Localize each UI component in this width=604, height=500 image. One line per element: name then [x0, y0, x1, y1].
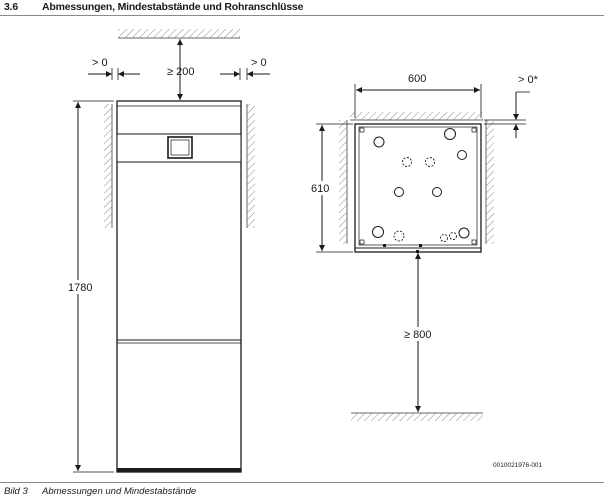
top-clearance-label: ≥ 200 — [167, 66, 194, 78]
back-clearance-label: > 0* — [518, 74, 539, 86]
figure-caption: Bild 3 Abmessungen und Mindestabstände — [4, 486, 196, 497]
pipe-connection-hidden — [425, 157, 435, 167]
pipe-connection — [444, 128, 456, 140]
right-clearance-label: > 0 — [251, 57, 267, 69]
unit-plan-inner — [358, 126, 478, 246]
foot-tl — [359, 127, 365, 133]
foot-bl — [359, 239, 365, 245]
pipe-connection — [372, 226, 384, 238]
height-label-bg — [66, 280, 94, 294]
marker — [419, 244, 422, 247]
top-divider — [0, 15, 604, 16]
pipe-connection — [457, 150, 467, 160]
top-view: 600 610 > 0* ≥ 800 — [310, 73, 539, 421]
top-right-wall-hatch — [486, 120, 494, 244]
unit-base — [117, 468, 241, 472]
foot-br — [471, 239, 477, 245]
front-clearance-label: ≥ 800 — [404, 329, 431, 341]
pipe-connection-hidden — [449, 232, 457, 240]
depth-label-bg — [310, 181, 334, 195]
foot-tr — [471, 127, 477, 133]
pipe-connection-hidden — [402, 157, 412, 167]
bottom-divider — [0, 482, 604, 483]
top-left-wall-hatch — [339, 120, 347, 244]
ceiling-hatch — [118, 29, 240, 38]
pipe-connection — [394, 187, 404, 197]
pipe-connection — [432, 187, 442, 197]
pipe-connection-hidden — [393, 230, 405, 242]
front-clearance-label-bg — [403, 327, 437, 341]
caption-number: Bild 3 — [4, 486, 28, 497]
left-wall-hatch — [104, 104, 112, 228]
display-screen — [170, 139, 190, 156]
unit-outline — [116, 100, 242, 473]
right-wall-hatch — [247, 104, 255, 228]
back-wall-hatch — [350, 112, 483, 120]
left-clearance-label: > 0 — [92, 57, 108, 69]
section-title: Abmessungen, Mindestabstände und Rohrans… — [42, 1, 304, 13]
marker — [383, 244, 386, 247]
height-label: 1780 — [68, 282, 92, 294]
front-view: ≥ 200 > 0 > 0 1780 — [66, 29, 270, 473]
depth-label: 610 — [311, 183, 329, 195]
section-number: 3.6 — [4, 1, 18, 13]
pipe-connection-hidden — [440, 234, 448, 242]
pipe-connection — [373, 136, 385, 148]
image-code: 0010021976-001 — [493, 462, 543, 469]
width-label: 600 — [408, 73, 426, 85]
caption-text: Abmessungen und Mindestabstände — [42, 486, 197, 497]
section-heading: 3.6 Abmessungen, Mindestabstände und Rohr… — [4, 1, 304, 13]
front-wall-hatch — [351, 413, 483, 421]
marker — [416, 250, 419, 253]
pipe-connection — [458, 227, 470, 239]
display-unit — [167, 136, 193, 159]
